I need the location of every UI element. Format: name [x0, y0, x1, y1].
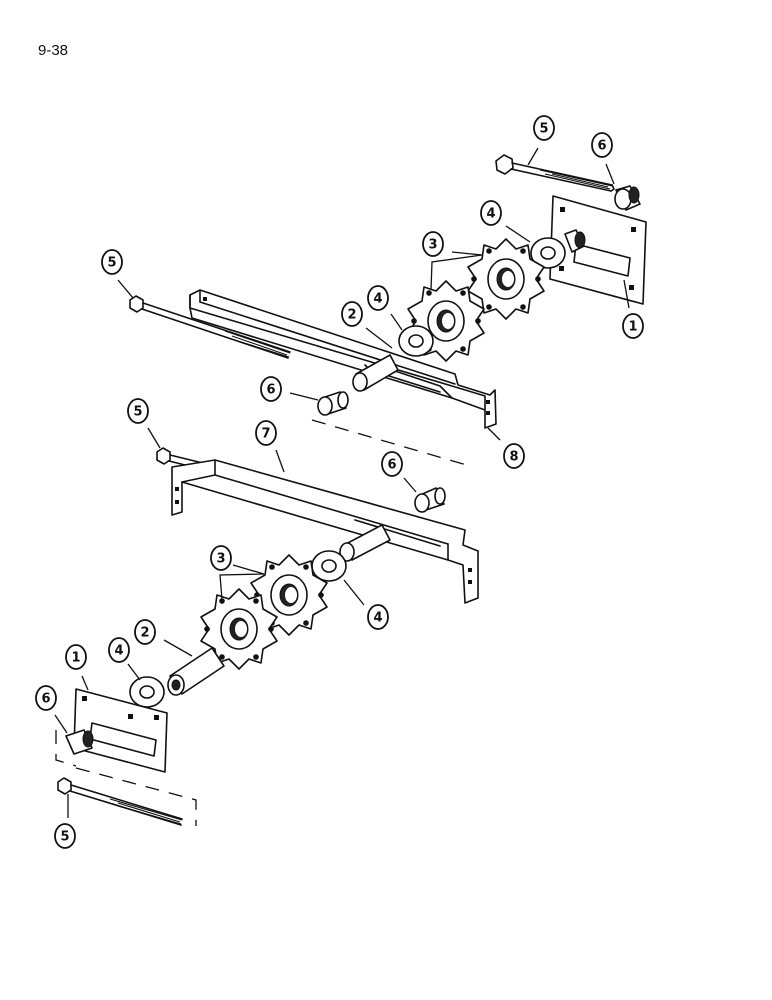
- callout-leader: [527, 147, 539, 166]
- callout-label: 6: [266, 383, 275, 398]
- bracket-plate-upper-right: [549, 195, 647, 305]
- callout-leader: [163, 639, 193, 657]
- callout-circle: [503, 443, 525, 469]
- callout-circle: [134, 619, 156, 645]
- callout-leader: [275, 449, 285, 473]
- callout-label: 8: [509, 450, 518, 465]
- callout-label: 7: [261, 427, 270, 442]
- shaft-lower: [167, 647, 225, 696]
- callout-label: 4: [114, 644, 123, 659]
- bolt-upper-left: [129, 295, 291, 359]
- assembly-line-lower-bolt: [75, 767, 197, 826]
- callout-circle: [35, 685, 57, 711]
- callout-leader: [390, 313, 403, 331]
- washer-upper-left: [398, 325, 434, 357]
- channel-frame-lower: [171, 459, 479, 604]
- callout-leader: [81, 675, 89, 691]
- callout-circle: [127, 398, 149, 424]
- callout-label: 5: [133, 405, 142, 420]
- callout-circle: [255, 420, 277, 446]
- callout-leader: [54, 714, 68, 734]
- page-number: 9-38: [38, 42, 69, 59]
- callout-circle: [101, 249, 123, 275]
- callout-circle: [210, 545, 232, 571]
- callout-leader: [365, 327, 393, 349]
- callout-circle: [533, 115, 555, 141]
- callout-leader: [430, 251, 483, 291]
- callout-leader: [219, 564, 265, 601]
- callout-label: 4: [373, 611, 382, 626]
- bolt-lower-left: [57, 777, 183, 826]
- callout-leader: [343, 579, 365, 606]
- callout-circle: [622, 313, 644, 339]
- callout-circle: [381, 451, 403, 477]
- channel-frame-upper: [189, 289, 497, 429]
- callout-leader: [289, 392, 319, 401]
- washer-lower-left: [129, 676, 165, 708]
- callout-circle: [341, 301, 363, 327]
- callout-label: 6: [597, 139, 606, 154]
- callout-label: 3: [428, 238, 437, 253]
- assembly-line-upper: [311, 419, 471, 467]
- shaft-upper: [352, 354, 399, 392]
- pin-lower-right: [414, 487, 446, 513]
- callout-circle: [480, 200, 502, 226]
- callout-leader: [127, 663, 141, 681]
- assembly-line-lower-left: [55, 730, 77, 767]
- bracket-plate-lower-left: [65, 688, 168, 773]
- callout-label: 5: [107, 256, 116, 271]
- callout-leader: [117, 279, 134, 299]
- callout-leader: [487, 427, 501, 441]
- callout-circle: [54, 823, 76, 849]
- callout-circle: [422, 231, 444, 257]
- callout-circle: [65, 644, 87, 670]
- callout-leader: [147, 427, 161, 449]
- callout-circle: [591, 132, 613, 158]
- bolt-upper-right: [495, 154, 615, 192]
- callout-label: 5: [60, 830, 69, 845]
- pin-upper-right: [614, 185, 641, 211]
- callout-label: 4: [373, 292, 382, 307]
- callout-label: 2: [140, 626, 149, 641]
- callout-label: 1: [628, 320, 637, 335]
- callout-leader: [505, 225, 531, 243]
- callout-label: 6: [387, 458, 396, 473]
- callout-circle: [108, 637, 130, 663]
- callout-leader: [403, 477, 417, 493]
- callout-label: 4: [486, 207, 495, 222]
- callout-leader: [623, 279, 630, 309]
- pin-upper-left: [317, 391, 349, 416]
- callout-label: 1: [71, 651, 80, 666]
- callout-circle: [367, 285, 389, 311]
- callout-label: 6: [41, 692, 50, 707]
- callout-label: 5: [539, 122, 548, 137]
- callout-circle: [367, 604, 389, 630]
- shaft-lower-frame: [339, 524, 391, 562]
- callouts: 5 6 4 3 1 5 2 4 6 8 5 7 6 3 4 2 4 1 6 5: [35, 115, 644, 849]
- callout-label: 2: [347, 308, 356, 323]
- callout-circle: [260, 376, 282, 402]
- callout-label: 3: [216, 552, 225, 567]
- callout-leader: [605, 163, 615, 185]
